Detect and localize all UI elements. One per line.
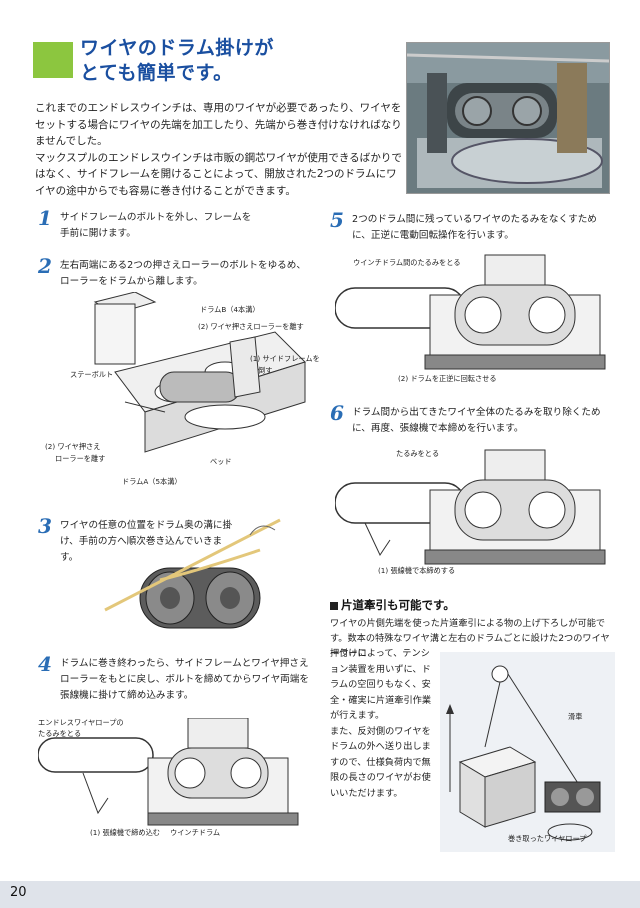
label-final-tighten: (1) 張線機で本締めする xyxy=(378,566,456,575)
one-way-column-text: ーラーによって、テンシ ョン装置を用いずに、ド ラムの空回りもなく、安 全・確実… xyxy=(330,646,440,801)
one-way-line-5: が行えます。 xyxy=(330,710,385,721)
intro-paragraph-1: これまでのエンドレスウインチは、専用のワイヤが必要であったり、ワイヤをセットする… xyxy=(35,102,402,147)
one-way-line-4: 全・確実に片道牽引作業 xyxy=(330,694,432,706)
one-way-line-10: いいただけます。 xyxy=(330,787,403,799)
page-title-line1: ワイヤのドラム掛けが xyxy=(80,37,274,59)
label-bed: ベッド xyxy=(210,457,232,466)
page-title: ワイヤのドラム掛けが とても簡単です。 xyxy=(80,36,274,86)
label-slack-between: ウインチドラム間のたるみをとる xyxy=(353,258,461,267)
label-roller-release-top: (2) ワイヤ押さえローラーを離す xyxy=(198,322,304,331)
one-way-section-title: 片道牽引も可能です。 xyxy=(330,597,455,613)
one-way-title-text: 片道牽引も可能です。 xyxy=(341,598,455,612)
label-wound-rope: 巻き取ったワイヤロープ xyxy=(508,834,587,843)
one-way-line-1: ーラーによって、テンシ xyxy=(330,648,430,659)
step-6-text: ドラム間から出てきたワイヤ全体のたるみを取り除くために、再度、張線機で本締めを行… xyxy=(352,407,601,434)
label-side-frame-2: 倒す xyxy=(258,366,273,375)
one-way-line-9: 限の長さのワイヤがお使 xyxy=(330,772,431,783)
diagram-open-frame xyxy=(93,292,306,453)
footer-bar xyxy=(0,881,640,908)
step-4-text: ドラムに巻き終わったら、サイドフレームとワイヤ押さえローラーをもとに戻し、ボルト… xyxy=(60,658,309,701)
page-number: 20 xyxy=(10,885,27,900)
section-square-icon xyxy=(330,601,338,610)
page-title-line2: とても簡単です。 xyxy=(80,62,233,84)
intro-text: これまでのエンドレスウインチは、専用のワイヤが必要であったり、ワイヤをセットする… xyxy=(35,100,403,199)
label-side-frame-1: (1) サイドフレームを xyxy=(250,354,320,363)
diagram-tighten-wire xyxy=(38,718,299,826)
one-way-line-6: また、反対側のワイヤを xyxy=(330,725,431,737)
label-stay-bolt: ステーボルト xyxy=(70,370,114,379)
diagram-one-way-traction xyxy=(440,652,615,852)
step-3-number: 3 xyxy=(38,514,52,538)
diagram-remove-slack-between xyxy=(335,254,606,370)
step-1-text: サイドフレームのボルトを外し、フレームを手前に開けます。 xyxy=(60,212,252,239)
diagram-final-tighten xyxy=(335,449,606,565)
label-endless-slack-1: エンドレスワイヤロープの xyxy=(38,718,124,727)
label-drum-a: ドラムA（5本溝） xyxy=(122,477,182,486)
header-accent-block xyxy=(33,42,73,78)
winch-photo xyxy=(406,42,610,194)
diagram-wire-winding xyxy=(104,518,281,629)
step-3-text: ワイヤの任意の位置をドラム奥の溝に掛け、手前の方へ順次巻き込んでいきます。 xyxy=(60,520,233,563)
one-way-line-7: ドラムの外へ送り出しま xyxy=(330,741,431,752)
one-way-line-2: ョン装置を用いずに、ド xyxy=(330,663,431,675)
step-5-number: 5 xyxy=(330,208,344,232)
step-2-number: 2 xyxy=(38,254,52,278)
label-roller-release-left-2: ローラーを離す xyxy=(55,454,106,463)
step-4-number: 4 xyxy=(38,652,52,676)
label-drum-b: ドラムB（4本溝） xyxy=(200,305,260,314)
label-rotate: (2) ドラムを正逆に回転させる xyxy=(398,374,497,383)
label-pulley: 滑車 xyxy=(568,712,583,721)
intro-paragraph-2: マックスプルのエンドレスウインチは市販の鋼芯ワイヤが使用できるばかりではなく、サ… xyxy=(35,151,402,197)
one-way-line-3: ラムの空回りもなく、安 xyxy=(330,679,431,690)
step-6-number: 6 xyxy=(330,401,344,425)
one-way-line-8: すので、仕様負荷内で無 xyxy=(330,756,431,768)
step-2-text: 左右両端にある2つの押さえローラーのボルトをゆるめ、ローラーをドラムから離します… xyxy=(60,260,306,287)
one-way-lead-text: ワイヤの片側先端を使った片道牽引による物の上げ下ろしが可能です。数本の特殊なワイ… xyxy=(330,618,610,659)
label-endless-slack-2: たるみをとる xyxy=(38,729,82,738)
step-1-number: 1 xyxy=(38,206,52,230)
label-slack: たるみをとる xyxy=(396,449,440,458)
label-tighten: (1) 張線機で締め込む xyxy=(90,828,160,837)
label-winch-drum: ウインチドラム xyxy=(170,828,221,837)
label-roller-release-left-1: (2) ワイヤ押さえ xyxy=(45,442,101,451)
step-5-text: 2つのドラム間に残っているワイヤのたるみをなくすために、正逆に電動回転操作を行い… xyxy=(352,214,597,241)
